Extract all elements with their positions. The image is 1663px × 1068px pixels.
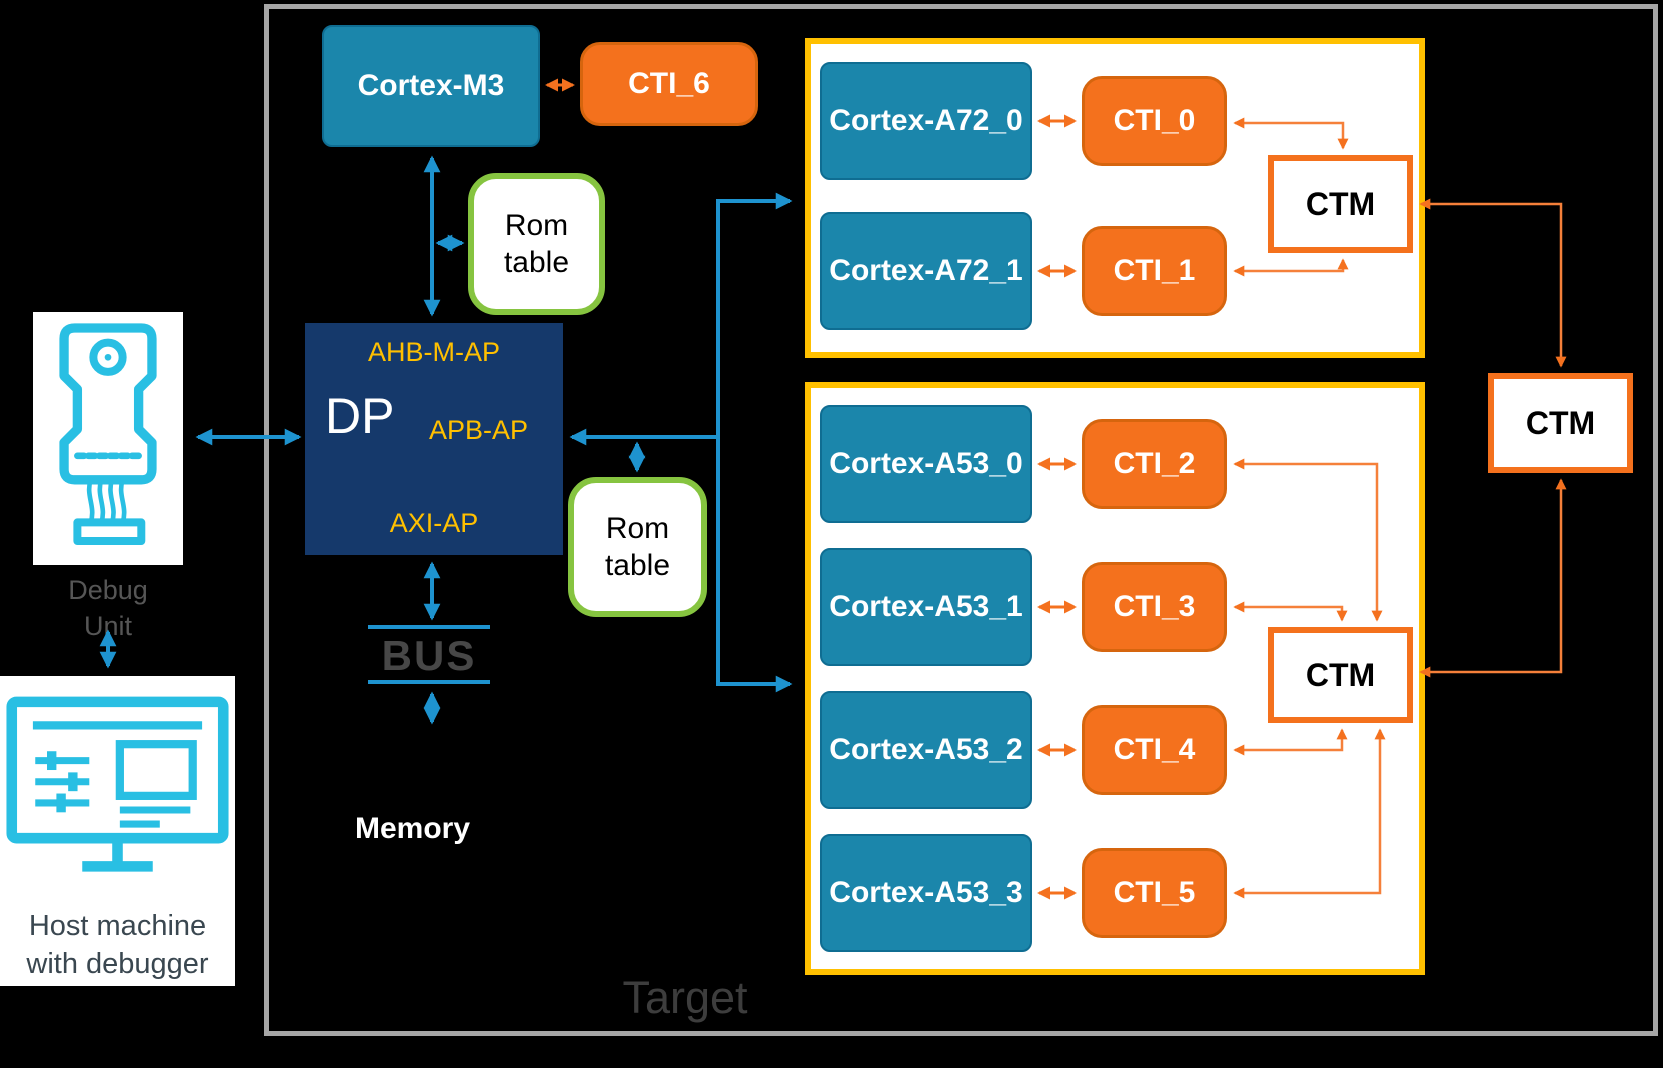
rom-table-1-line2: table <box>503 246 570 279</box>
cortex-a72-0-block: Cortex-A72_0 <box>820 62 1032 180</box>
cti-0-block: CTI_0 <box>1082 76 1227 166</box>
rom-table-2-line2: table <box>604 549 671 582</box>
cortex-a53-3-block: Cortex-A53_3 <box>820 834 1032 952</box>
cti-5-block: CTI_5 <box>1082 848 1227 938</box>
bus-label: BUS <box>381 632 477 679</box>
target-label: Target <box>622 972 748 1023</box>
ctm-cluster1-block: CTM <box>1268 155 1413 253</box>
debug-unit-label-line1: Debug <box>68 575 148 605</box>
memory-label: Memory <box>355 812 471 845</box>
host-card: Host machine with debugger <box>0 676 235 986</box>
cortex-a53-1-block: Cortex-A53_1 <box>820 548 1032 666</box>
monitor-icon <box>6 696 229 872</box>
cortex-a72-1-block: Cortex-A72_1 <box>820 212 1032 330</box>
debug-unit-card <box>33 312 183 565</box>
cti-1-block: CTI_1 <box>1082 226 1227 316</box>
dp-ap-ahb: AHB-M-AP <box>367 337 500 367</box>
cortex-a53-2-block: Cortex-A53_2 <box>820 691 1032 809</box>
ctm-cluster2-block: CTM <box>1268 627 1413 723</box>
host-label-line2: with debugger <box>26 947 209 980</box>
debug-unit-label-line2: Unit <box>83 611 132 642</box>
cortex-m3-block: Cortex-M3 <box>322 25 540 147</box>
host-label: Host machine with debugger <box>0 908 235 983</box>
rom-table-1-line1: Rom <box>504 208 569 242</box>
rom-table-2: Rom table <box>568 477 707 617</box>
dp-ap-axi: AXI-AP <box>389 508 479 538</box>
cti-4-block: CTI_4 <box>1082 705 1227 795</box>
rom-table-2-line1: Rom <box>605 511 670 545</box>
dp-block: AHB-M-AP DP APB-AP AXI-AP <box>305 323 563 555</box>
host-label-line1: Host machine <box>28 910 207 942</box>
cortex-a53-0-block: Cortex-A53_0 <box>820 405 1032 523</box>
debug-probe-icon <box>59 323 157 546</box>
rom-table-1: Rom table <box>468 173 605 315</box>
cti-6-block: CTI_6 <box>580 42 758 126</box>
dp-ap-apb: APB-AP <box>429 415 529 445</box>
cti-3-block: CTI_3 <box>1082 562 1227 652</box>
ctm-external-block: CTM <box>1488 373 1633 473</box>
dp-label: DP <box>325 388 395 444</box>
cti-2-block: CTI_2 <box>1082 419 1227 509</box>
debug-unit-label: Debug Unit <box>13 572 203 645</box>
